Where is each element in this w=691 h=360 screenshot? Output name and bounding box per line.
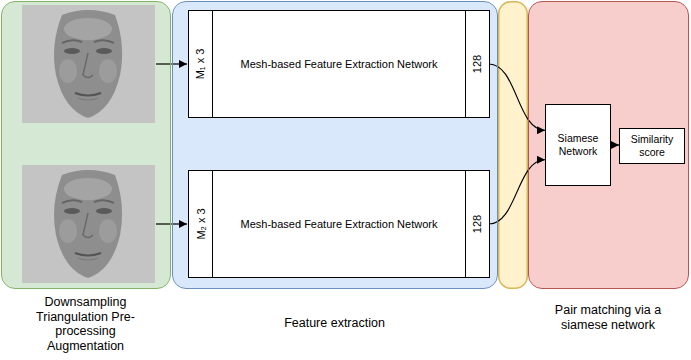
feature-panel: Feature extractionMesh-based Feature Ext… [172, 1, 498, 289]
score-box: Similarity score [619, 128, 685, 164]
size-label: M₂ x 3 [195, 208, 207, 239]
output-size-cell: 128 [465, 11, 489, 117]
panel-caption: Downsampling Triangulation Pre-processin… [26, 295, 146, 353]
size-label: M₁ x 3 [195, 49, 207, 80]
network-label: Mesh-based Feature Extraction Network [241, 58, 438, 70]
network-label: Mesh-based Feature Extraction Network [241, 218, 438, 230]
face-scan [22, 165, 155, 283]
panel-caption: Feature extraction [235, 316, 435, 331]
panel-caption: Pair matching via a siamese network [543, 303, 673, 332]
box-label: Similarity score [623, 133, 681, 159]
flow-arrow [611, 144, 619, 145]
size-label: 128 [471, 55, 483, 73]
size-label: 128 [471, 215, 483, 233]
matching-panel: Pair matching via a siamese networkSiame… [528, 1, 689, 289]
network-box: Mesh-based Feature Extraction Network M₂ … [188, 170, 490, 278]
input-size-cell: M₂ x 3 [189, 171, 213, 277]
siamese-box: Siamese Network [545, 104, 611, 186]
face-scan [22, 5, 155, 123]
preprocessing-panel: Downsampling Triangulation Pre-processin… [1, 1, 171, 289]
output-size-cell: 128 [465, 171, 489, 277]
box-label: Siamese Network [549, 132, 607, 158]
network-box: Mesh-based Feature Extraction Network M₁ … [188, 10, 490, 118]
input-size-cell: M₁ x 3 [189, 11, 213, 117]
